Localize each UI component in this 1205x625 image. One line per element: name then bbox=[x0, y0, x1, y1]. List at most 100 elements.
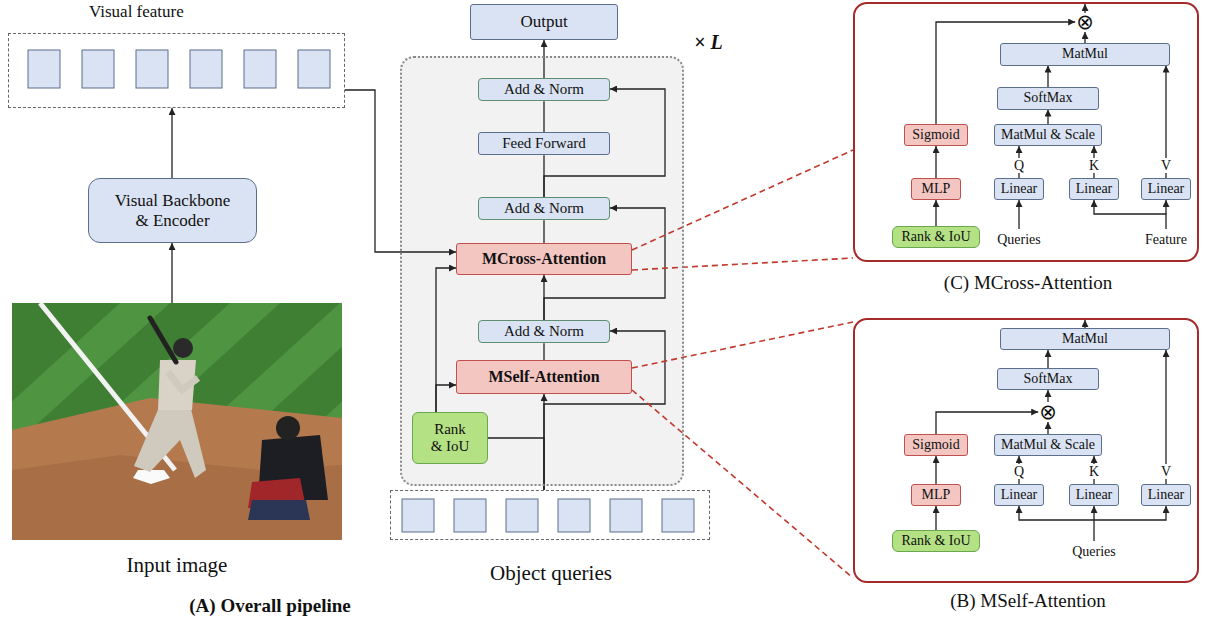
box-label: MatMul bbox=[1062, 331, 1108, 347]
linear-box: Linear bbox=[994, 178, 1045, 200]
flow-arrow bbox=[436, 268, 456, 412]
box-label: MLP bbox=[922, 181, 951, 197]
input-label: Feature bbox=[1056, 231, 1205, 249]
linear-box: Linear bbox=[1141, 178, 1192, 200]
box-label: Rank & IoU bbox=[901, 533, 970, 549]
group-caption: (C) MCross-Attention bbox=[855, 272, 1201, 295]
qkv-label: Q bbox=[1012, 158, 1026, 173]
norm-box: Add & Norm bbox=[478, 320, 610, 343]
flow-arrow bbox=[436, 385, 456, 412]
box-label: Linear bbox=[1001, 487, 1038, 503]
box-label: Linear bbox=[1001, 181, 1038, 197]
multiply-symbol: ⊗ bbox=[1038, 402, 1058, 422]
box-label: MatMul bbox=[1062, 46, 1108, 62]
flow-arrow bbox=[935, 200, 936, 226]
box-label: MCross-Attention bbox=[482, 250, 606, 268]
flow-arrow bbox=[1047, 390, 1048, 402]
box-label: SoftMax bbox=[1024, 90, 1073, 106]
op-box: MatMul bbox=[1000, 43, 1170, 65]
output-box: Output bbox=[470, 4, 618, 40]
detail-panel: (B) MSelf-AttentionMatMulSoftMax⊗Sigmoid… bbox=[853, 318, 1199, 583]
qkv-label: V bbox=[1159, 158, 1173, 173]
flow-arrow bbox=[1047, 350, 1048, 368]
query-tokens bbox=[402, 499, 694, 532]
encoder-box: Visual Backbone & Encoder bbox=[88, 178, 257, 243]
flow-arrow bbox=[936, 412, 1038, 434]
flow-arrow bbox=[171, 243, 172, 303]
flow-arrow bbox=[171, 108, 172, 178]
box-label: Linear bbox=[1076, 181, 1113, 197]
input-label: Queries bbox=[984, 543, 1204, 561]
qkv-label: V bbox=[1159, 464, 1173, 479]
flow-arrow bbox=[935, 506, 936, 530]
box-label: MatMul & Scale bbox=[1001, 437, 1095, 453]
query-group: Object queries bbox=[390, 490, 710, 540]
decoder-layer: × LAdd & NormFeed ForwardAdd & NormMCros… bbox=[400, 56, 684, 486]
detail-leader bbox=[632, 322, 853, 368]
gate-box: Sigmoid bbox=[904, 124, 968, 146]
input-photo: Input image bbox=[12, 303, 342, 540]
box-label: Feed Forward bbox=[502, 135, 586, 152]
box-label: Add & Norm bbox=[504, 200, 584, 217]
detail-panel: (C) MCross-Attention⊗MatMulSoftMaxMatMul… bbox=[853, 2, 1199, 262]
feature-tokens bbox=[28, 50, 330, 88]
rank-iou-box: Rank & IoU bbox=[412, 412, 488, 464]
baseball-photo bbox=[12, 303, 342, 540]
multiply-symbol: ⊗ bbox=[1075, 12, 1095, 32]
box-label: Linear bbox=[1148, 181, 1185, 197]
figure-caption: (A) Overall pipeline bbox=[160, 597, 380, 615]
group-caption: Visual feature bbox=[89, 2, 289, 22]
op-box: SoftMax bbox=[997, 87, 1099, 109]
attention-box: MSelf-Attention bbox=[456, 360, 632, 394]
box-label: SoftMax bbox=[1024, 371, 1073, 387]
box-label: Add & Norm bbox=[504, 323, 584, 340]
op-box: MatMul bbox=[1000, 328, 1170, 350]
input-label: Queries bbox=[909, 231, 1129, 249]
box-label: MLP bbox=[922, 487, 951, 503]
feature-group: Visual feature bbox=[8, 33, 345, 108]
group-caption: Input image bbox=[12, 553, 342, 578]
flow-arrow bbox=[1047, 66, 1048, 88]
linear-box: Linear bbox=[1069, 484, 1120, 506]
qkv-label: K bbox=[1087, 464, 1101, 479]
linear-box: Linear bbox=[1141, 484, 1192, 506]
box-label: MatMul & Scale bbox=[1001, 127, 1095, 143]
flow-arrow bbox=[1084, 32, 1085, 43]
box-label: ⊗ bbox=[1039, 403, 1057, 421]
decoder-fill bbox=[400, 56, 684, 486]
op-box: MatMul & Scale bbox=[994, 434, 1102, 456]
box-label: Linear bbox=[1076, 487, 1113, 503]
box-label: Visual Backbone & Encoder bbox=[111, 191, 235, 230]
flow-arrow bbox=[1047, 110, 1048, 124]
flow-arrow bbox=[543, 101, 544, 132]
flow-arrow bbox=[544, 331, 665, 490]
linear-box: Linear bbox=[1069, 178, 1120, 200]
flow-arrow bbox=[1047, 422, 1048, 434]
gate-box: MLP bbox=[911, 178, 961, 200]
group-caption: Object queries bbox=[391, 561, 711, 586]
ffn-box: Feed Forward bbox=[478, 132, 610, 155]
detail-leader bbox=[632, 258, 853, 270]
box-label: Add & Norm bbox=[504, 81, 584, 98]
rank-iou-box: Rank & IoU bbox=[892, 226, 980, 248]
detail-leader bbox=[632, 150, 853, 250]
norm-box: Add & Norm bbox=[478, 78, 610, 101]
flow-arrow bbox=[543, 220, 544, 243]
qkv-label: K bbox=[1087, 158, 1101, 173]
box-label: Output bbox=[520, 12, 567, 32]
box-label: Sigmoid bbox=[912, 437, 959, 453]
box-label: ⊗ bbox=[1076, 13, 1094, 31]
box-label: Rank & IoU bbox=[901, 229, 970, 245]
flow-arrow bbox=[543, 40, 544, 78]
op-box: MatMul & Scale bbox=[994, 124, 1102, 146]
flow-arrow bbox=[543, 343, 544, 360]
attention-box: MCross-Attention bbox=[456, 243, 632, 275]
flow-arrow bbox=[935, 456, 936, 484]
flow-arrow bbox=[935, 146, 936, 178]
gate-box: Sigmoid bbox=[904, 434, 968, 456]
norm-box: Add & Norm bbox=[478, 197, 610, 220]
box-label: Rank & IoU bbox=[428, 421, 472, 456]
linear-box: Linear bbox=[994, 484, 1045, 506]
gate-box: MLP bbox=[911, 484, 961, 506]
